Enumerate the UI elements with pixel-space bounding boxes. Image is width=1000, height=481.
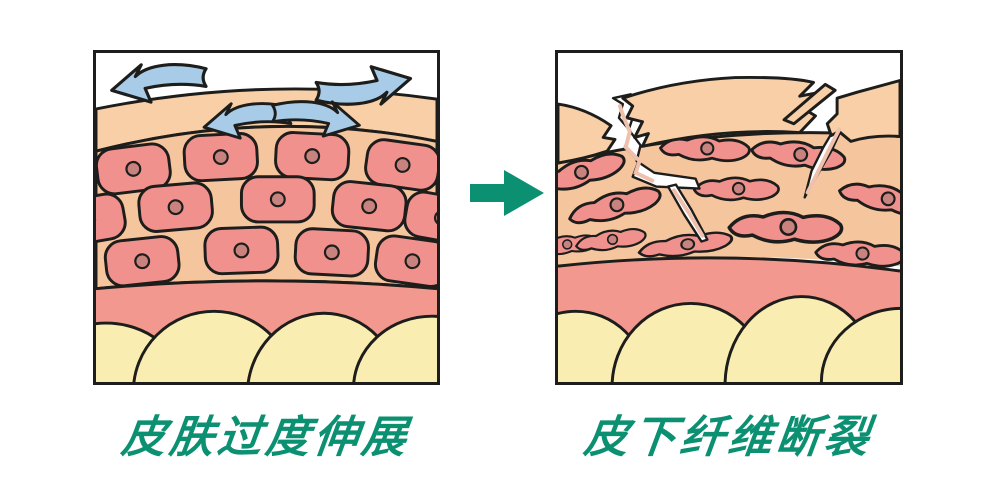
skin-cell [239,175,316,224]
skin-cell [181,131,260,184]
panel-skin-stretched [93,50,440,385]
skin-cell [102,233,183,289]
subcutis-boundary [558,256,900,273]
transition-arrow-icon [470,170,544,216]
torn-skin-illustration [558,53,900,382]
skin-cell [292,226,371,279]
skin-cell [329,178,410,234]
stretched-skin-illustration [96,53,437,382]
fat-lobule [819,306,900,382]
crack-shadows [617,104,842,238]
fat-lobules [96,309,437,382]
panel-fibers-torn [555,50,903,385]
crack-shadow [805,127,842,195]
caption-torn: 皮下纤维断裂 [581,413,876,462]
crack-shadow [672,188,705,238]
epidermis-piece-right [825,79,900,143]
subcutis-boundary [96,279,437,291]
caption-stretched: 皮肤过度伸展 [118,413,413,462]
torn-epidermis [558,75,900,165]
epidermis-piece-center [621,75,821,148]
skin-cell [135,180,216,235]
skin-cell [273,130,352,183]
epidermis-piece-left [558,102,617,165]
skin-cell [202,225,281,276]
fat-lobules [558,295,900,382]
fat-lobule [352,314,437,382]
crack-shadow [617,104,655,183]
epidermis-flake [782,82,837,126]
